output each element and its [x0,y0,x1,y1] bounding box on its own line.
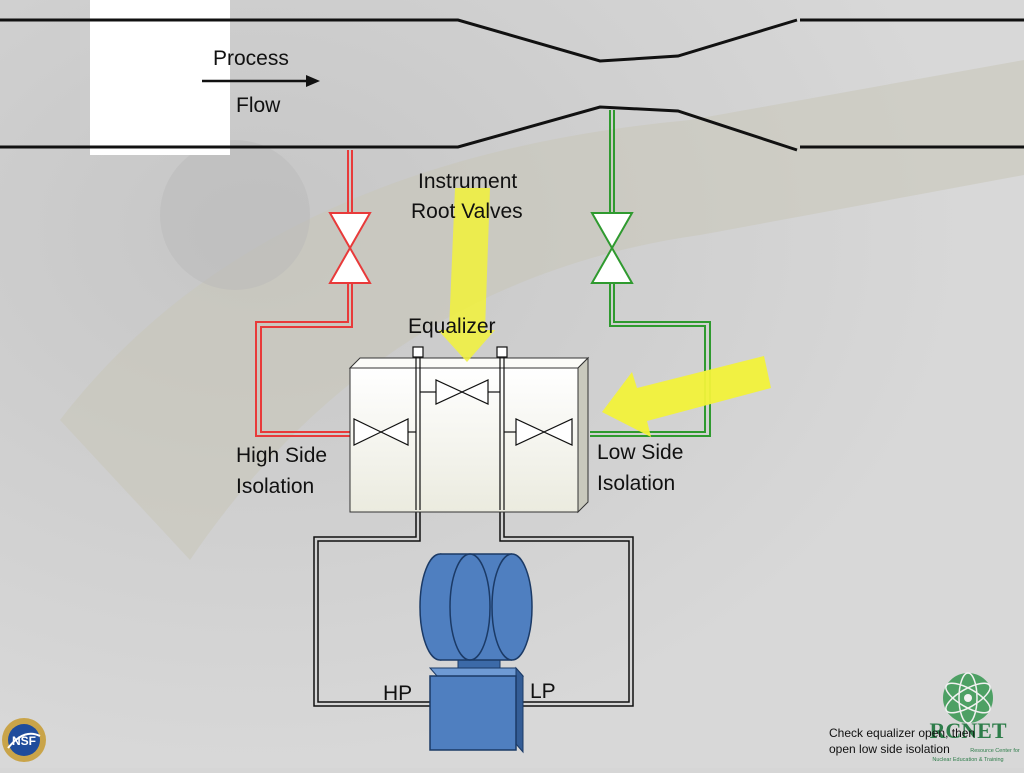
manifold-passages [408,357,516,510]
low-side-root-valve[interactable] [590,212,634,284]
equalizer-vent-plug-right [496,346,508,358]
flow-arrow-head [306,75,320,87]
root-valves-highlight-arrow [438,188,495,362]
low-side-isolation-valve[interactable] [515,418,573,446]
nsf-logo: NSF [2,718,46,762]
hp-port-label: HP [383,682,413,705]
process-label-background [90,0,230,155]
process-flow-label-line2: Flow [236,94,281,117]
nsf-logo-text: NSF [12,734,36,748]
background-swoosh [60,60,1024,560]
equalizer-valve[interactable] [435,379,489,405]
high-side-label-line2: Isolation [236,475,315,498]
process-flow-label-line1: Process [213,47,289,70]
manifold-block [348,356,590,514]
lp-port-label: LP [530,680,556,703]
equalizer-vent-plug-left [412,346,424,358]
high-side-root-valve[interactable] [328,212,372,284]
low-side-highlight-arrow [602,356,771,437]
rcnet-logo-subtitle1: Resource Center for [970,748,1020,754]
pipe-top-wall [0,18,798,63]
high-side-tubing [255,150,353,437]
transmitter-impulse-lines [313,510,634,707]
process-pipe [0,18,1024,152]
root-valves-label-line2: Root Valves [411,200,523,223]
background-disc [160,140,310,290]
caption-line2: open low side isolation [829,742,950,756]
rcnet-logo-subtitle2: Nuclear Education & Training [932,757,1003,763]
low-side-tubing [590,110,711,437]
high-side-isolation-valve[interactable] [353,418,409,446]
equalizer-label: Equalizer [408,315,496,338]
rcnet-logo: RCNET Resource Center for Nuclear Educat… [929,672,1020,763]
caption-line1: Check equalizer open, then [829,726,976,740]
dp-transmitter [419,553,533,754]
low-side-label-line1: Low Side [597,441,684,464]
low-side-label-line2: Isolation [597,472,676,495]
rcnet-logo-text: RCNET [929,718,1006,743]
high-side-label-line1: High Side [236,444,328,467]
root-valves-label-line1: Instrument [418,170,518,193]
pipe-bottom-wall [0,105,798,152]
